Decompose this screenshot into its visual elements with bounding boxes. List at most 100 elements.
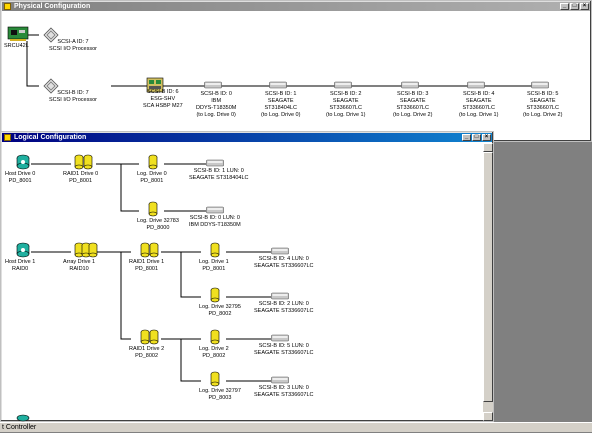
label-line: ST336607LC: [462, 105, 495, 111]
logical-drive-icon[interactable]: [209, 371, 221, 389]
label-line: DDYS-T18350M: [196, 105, 237, 111]
close-button[interactable]: ×: [482, 134, 491, 141]
physical-window-titlebar[interactable]: Physical Configuration _ □ ×: [2, 2, 590, 11]
disk-drive-icon[interactable]: [271, 292, 289, 302]
label-line: SRCU42L: [4, 43, 29, 49]
disk-drive-icon[interactable]: [269, 81, 287, 91]
disk-drive-icon[interactable]: [204, 81, 222, 91]
label-line: SCSI-B ID: 0: [200, 91, 232, 97]
label-line: SEAGATE ST336607LC: [254, 392, 314, 398]
scsi-processor-icon[interactable]: [43, 27, 59, 45]
logical-drive-icon[interactable]: [147, 154, 159, 172]
label-line: ST336607LC: [329, 105, 362, 111]
status-bar: t Controller: [0, 422, 592, 432]
scroll-thumb[interactable]: [483, 152, 493, 402]
logical-window-title: Logical Configuration: [14, 134, 87, 141]
disk-drive-icon[interactable]: [206, 206, 224, 216]
logical-drive-icon[interactable]: [73, 242, 99, 260]
label-line: PD_8001: [135, 266, 159, 272]
logical-drive-icon[interactable]: [209, 242, 221, 260]
close-button[interactable]: ×: [580, 3, 589, 10]
minimize-button[interactable]: _: [560, 3, 569, 10]
disk-drive-icon[interactable]: [271, 376, 289, 386]
label-line: ESG-SHV: [150, 96, 176, 102]
physical-node-label-controller[interactable]: SRCU42L: [4, 43, 29, 50]
disk-drive-icon[interactable]: [467, 81, 485, 91]
scroll-down-arrow[interactable]: [483, 412, 493, 421]
label-line: SEAGATE: [267, 98, 294, 104]
label-line: RAID0: [12, 266, 29, 272]
label-line: Host Drive 1: [5, 259, 36, 265]
controller-card-icon[interactable]: [7, 25, 29, 45]
label-line: RAID1 Drive 0: [63, 171, 99, 177]
label-line: SEAGATE ST336607LC: [254, 350, 314, 356]
scsi-processor-icon[interactable]: [43, 78, 59, 96]
backplane-icon[interactable]: [146, 77, 164, 95]
label-line: SCSI-B ID: 5 LUN: 0: [258, 343, 309, 349]
logical-window-titlebar[interactable]: Logical Configuration _ □ ×: [2, 133, 492, 142]
host-drive-icon[interactable]: [15, 242, 31, 260]
logical-drive-icon[interactable]: [209, 329, 221, 347]
label-line: ST336607LC: [396, 105, 429, 111]
disk-drive-icon[interactable]: [206, 159, 224, 169]
label-line: SEAGATE: [529, 98, 556, 104]
disk-drive-icon[interactable]: [401, 81, 419, 91]
label-line: (to Log. Drive 0): [196, 112, 236, 118]
label-line: SCA HSBP M27: [143, 103, 183, 109]
label-line: PD_8002: [208, 311, 232, 317]
disk-drive-icon[interactable]: [531, 81, 549, 91]
physical-tree-lines: [26, 34, 541, 87]
label-line: PD_8000: [146, 225, 170, 231]
disk-drive-icon[interactable]: [271, 247, 289, 257]
disk-drive-icon[interactable]: [271, 334, 289, 344]
logical-drive-icon[interactable]: [139, 329, 161, 347]
logical-drive-icon[interactable]: [139, 242, 161, 260]
logical-drive-icon[interactable]: [147, 201, 159, 219]
host-drive-icon[interactable]: [15, 154, 31, 172]
disk-drive-icon[interactable]: [334, 81, 352, 91]
scroll-up-arrow[interactable]: [483, 143, 493, 152]
label-line: SEAGATE: [399, 98, 426, 104]
vertical-scrollbar[interactable]: [483, 143, 493, 421]
label-line: SCSI I/O Processor: [49, 97, 97, 103]
window-icon: [4, 3, 11, 10]
maximize-button[interactable]: □: [472, 134, 481, 141]
host-drive-icon[interactable]: [15, 414, 31, 424]
maximize-button[interactable]: □: [570, 3, 579, 10]
label-line: SCSI-B ID: 1 LUN: 0: [193, 168, 244, 174]
label-line: SCSI-B ID: 7: [57, 90, 89, 96]
logical-drive-icon[interactable]: [209, 287, 221, 305]
label-line: RAID1 Drive 1: [129, 259, 165, 265]
label-line: ST318404LC: [264, 105, 297, 111]
label-line: SCSI-B ID: 2 LUN: 0: [258, 301, 309, 307]
logical-drive-icon[interactable]: [73, 154, 95, 172]
minimize-button[interactable]: _: [462, 134, 471, 141]
